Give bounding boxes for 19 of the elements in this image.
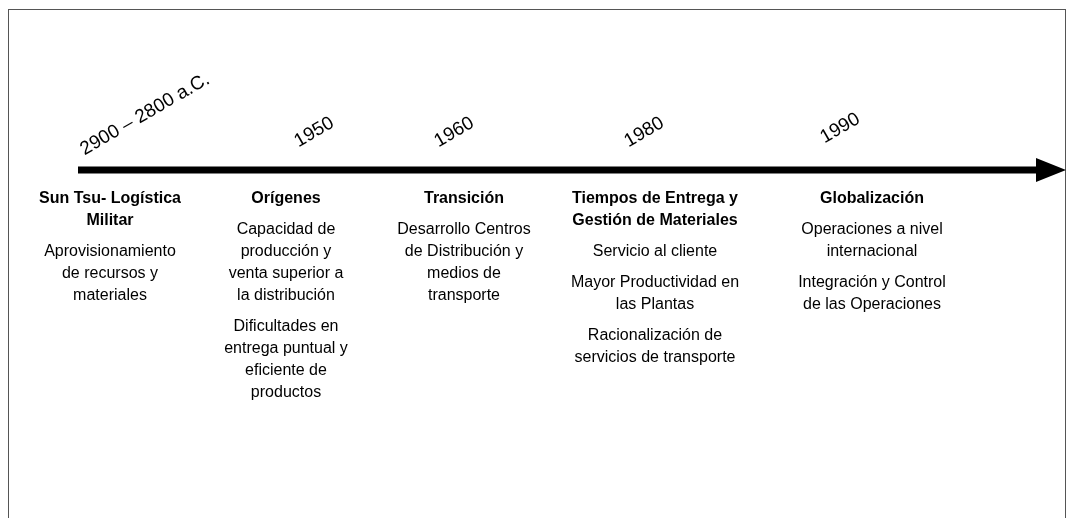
- era-description: Servicio al cliente: [592, 241, 718, 261]
- era-description: Capacidad de producción y venta superior a la distribución: [227, 219, 345, 305]
- year-label: 1950: [290, 112, 337, 150]
- era-description: Mayor Productividad en las Plantas: [570, 272, 740, 314]
- era-description: Operaciones a nivel internacional: [800, 219, 944, 261]
- era-heading: Tiempos de Entrega y Gestión de Materiales: [571, 188, 739, 230]
- era-heading: Transición: [424, 188, 504, 208]
- era-heading: Globalización: [820, 188, 924, 208]
- era-description: Aprovisionamiento de recursos y materiales: [43, 241, 177, 305]
- era-heading: Sun Tsu- Logística Militar: [38, 188, 182, 230]
- era-description: Racionalización de servicios de transporte: [573, 325, 737, 367]
- year-label: 1960: [430, 112, 477, 150]
- year-label: 2900 – 2800 a.C.: [76, 68, 213, 158]
- era-description: Desarrollo Centros de Distribución y medios de transporte: [396, 219, 532, 305]
- era-heading: Orígenes: [251, 188, 321, 208]
- year-label: 1980: [620, 112, 667, 150]
- era-description: Integración y Control de las Operaciones: [797, 272, 947, 314]
- year-label: 1990: [816, 108, 863, 146]
- era-description: Dificultades en entrega puntual y eficiente de productos: [223, 316, 349, 402]
